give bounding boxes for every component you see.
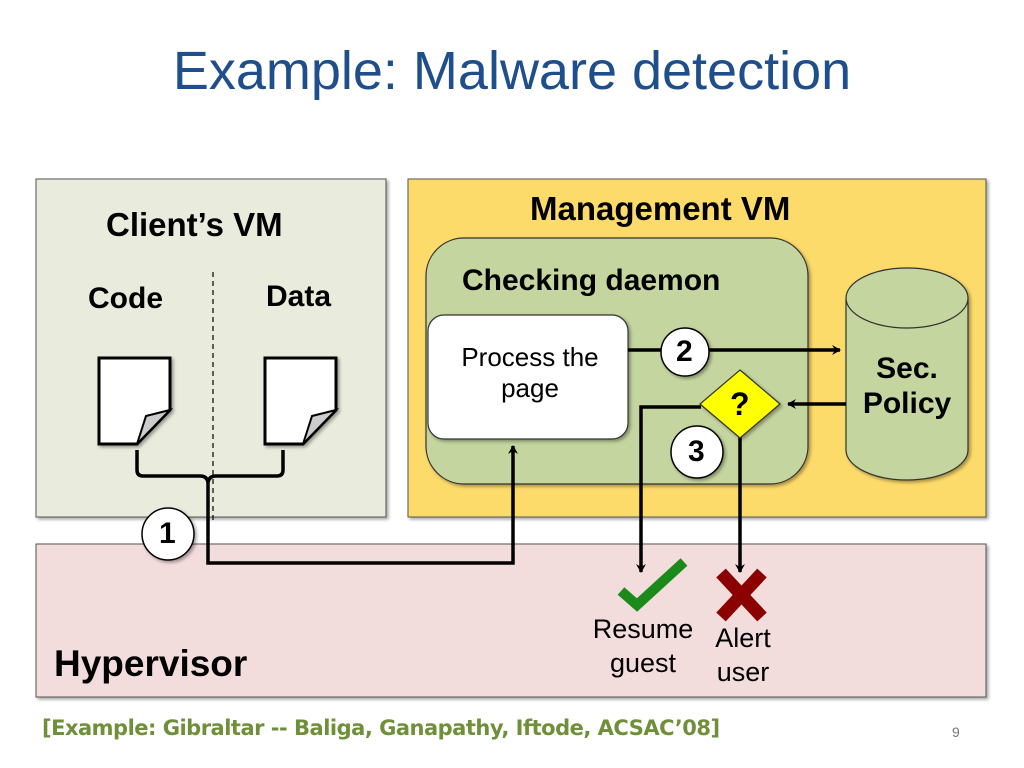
- hypervisor-box: [35, 543, 987, 698]
- checking-daemon-label: Checking daemon: [462, 264, 721, 297]
- step-2-label: 2: [676, 335, 693, 368]
- slide-title: Example: Malware detection: [172, 41, 852, 101]
- alert-line2: user: [716, 656, 770, 687]
- process-page-line1: Process the: [461, 342, 599, 372]
- policy-line2: Policy: [862, 386, 952, 420]
- step-2-circle: [660, 327, 710, 377]
- security-policy-database: [845, 267, 969, 481]
- step-3-label: 3: [688, 435, 705, 468]
- flow-arrow-1: [206, 445, 518, 565]
- resume-line1: Resume: [592, 614, 694, 644]
- cross-icon: [716, 568, 767, 622]
- process-page-line2: page: [501, 373, 559, 404]
- process-page-box: [427, 314, 629, 440]
- client-vm-box: [35, 178, 387, 518]
- page-number: 9: [952, 724, 960, 740]
- client-vm-label: Client’s VM: [106, 206, 283, 243]
- resume-guest-label: Resume guest: [578, 613, 708, 681]
- hypervisor-label: Hypervisor: [54, 643, 248, 684]
- data-label: Data: [266, 280, 332, 313]
- resume-line2: guest: [609, 647, 677, 678]
- step-3-circle: [670, 425, 724, 479]
- flow-arrow-resume: [636, 405, 701, 573]
- checkmark-icon: [617, 558, 688, 612]
- alert-user-label: Alert user: [698, 622, 788, 690]
- policy-line1: Sec.: [876, 352, 938, 385]
- policy-label: Sec. Policy: [846, 352, 968, 421]
- decision-label: ?: [730, 386, 750, 422]
- alert-line1: Alert: [715, 623, 771, 653]
- step-1-label: 1: [159, 517, 176, 550]
- decision-diamond: [699, 369, 781, 439]
- step-1-circle: [141, 507, 195, 561]
- management-vm-label: Management VM: [530, 190, 791, 227]
- code-document-icon: [97, 356, 174, 446]
- data-document-icon: [263, 356, 340, 446]
- citation: [Example: Gibraltar -- Baliga, Ganapathy…: [42, 716, 720, 740]
- process-page-label: Process the page: [430, 342, 630, 404]
- code-label: Code: [88, 282, 163, 315]
